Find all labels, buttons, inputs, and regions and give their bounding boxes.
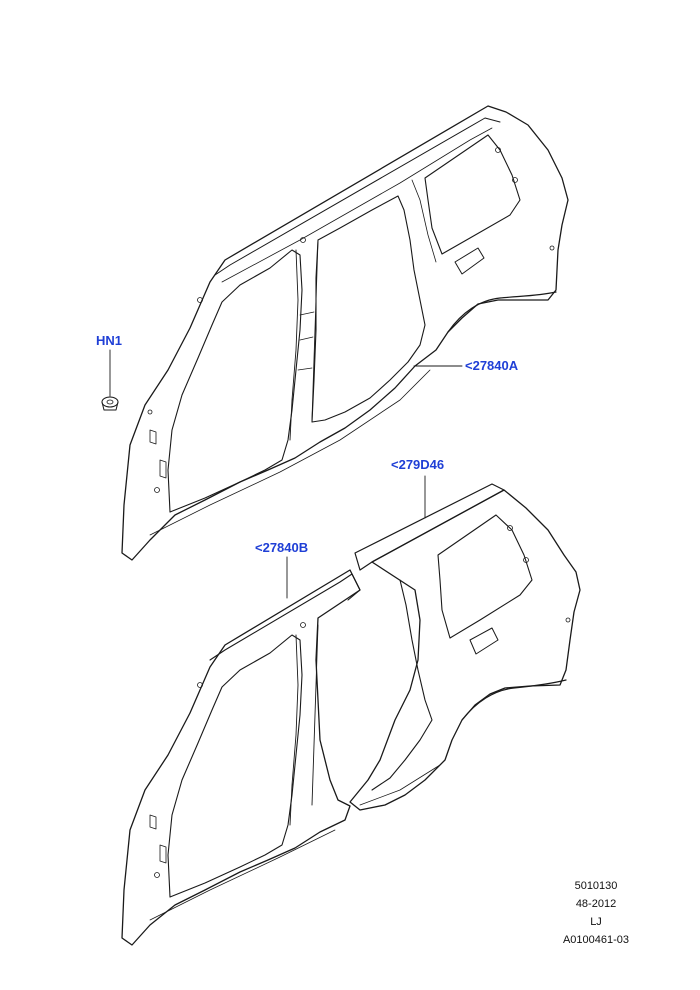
clip-hn1-part <box>101 396 119 411</box>
callout-279d46: <279D46 <box>391 457 445 472</box>
callout-27840b: <27840B <box>255 540 309 555</box>
body-side-panel-lower <box>121 475 581 946</box>
footer-ref-number: 5010130 <box>574 880 618 892</box>
callout-27840a: <27840A <box>465 358 519 373</box>
callout-hn1: HN1 <box>96 333 123 348</box>
footer-date-code: 48-2012 <box>575 898 617 910</box>
body-side-panel-upper <box>109 105 569 561</box>
footer-model-code: LJ <box>590 916 602 928</box>
footer-illustration-id: A0100461-03 <box>562 934 630 946</box>
